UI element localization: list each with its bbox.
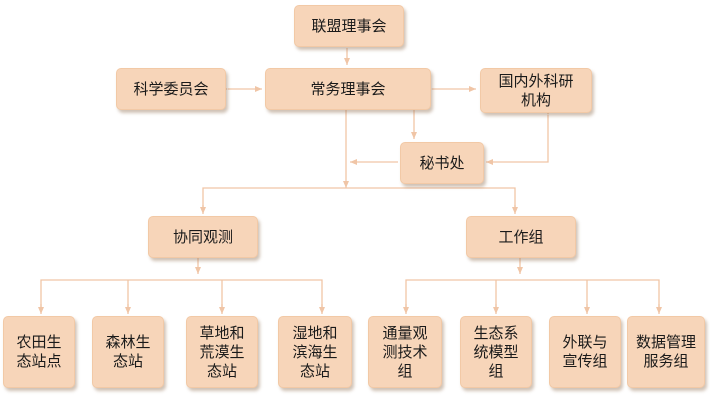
node-collaborative-observation: 协同观测 <box>148 216 258 258</box>
node-farmland-station: 农田生态站点 <box>3 316 75 388</box>
node-grassland-desert-station: 草地和荒漠生态站 <box>186 316 258 388</box>
node-research-institutions: 国内外科研机构 <box>480 68 592 113</box>
node-outreach-group: 外联与宣传组 <box>549 316 621 388</box>
node-ecosystem-model-group: 生态系统模型组 <box>460 316 532 388</box>
node-secretariat: 秘书处 <box>400 142 484 184</box>
node-data-service-group: 数据管理服务组 <box>627 316 705 388</box>
node-forest-station: 森林生态站 <box>92 316 164 388</box>
node-wetland-coastal-station: 湿地和滨海生态站 <box>278 316 352 388</box>
node-flux-tech-group: 通量观测技术组 <box>368 316 442 388</box>
node-alliance-council: 联盟理事会 <box>294 5 404 47</box>
node-standing-council: 常务理事会 <box>265 68 431 110</box>
node-science-committee: 科学委员会 <box>116 68 226 110</box>
node-working-groups: 工作组 <box>466 216 576 258</box>
